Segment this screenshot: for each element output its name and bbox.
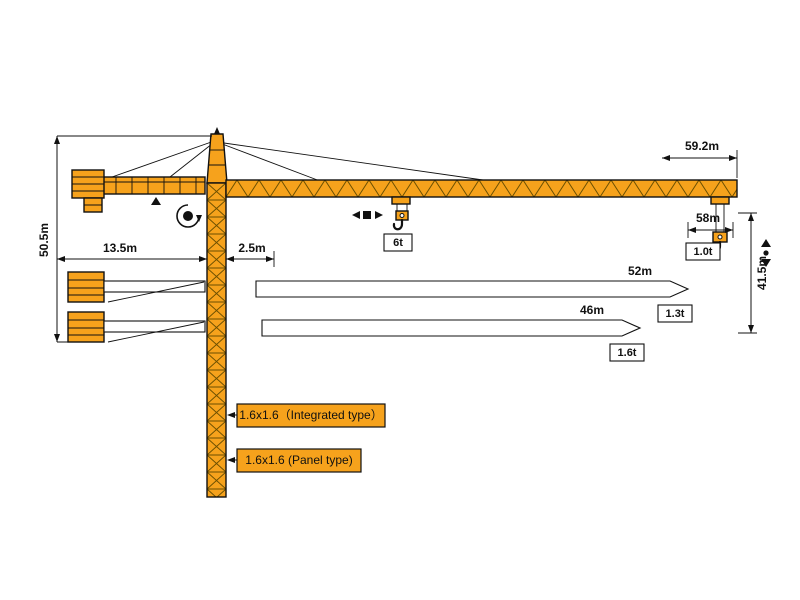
capacity-6t-label: 6t <box>393 237 403 249</box>
dim-jib-length-label: 59.2m <box>685 139 719 153</box>
ballast-option-b <box>67 311 206 343</box>
dim-slew-offset-label: 2.5m <box>238 241 265 255</box>
jib-bar-46m <box>261 319 642 337</box>
slewing-rotation-icon <box>176 204 202 228</box>
capacity-1-0t-label: 1.0t <box>694 246 713 258</box>
ballast-option-a <box>67 271 206 303</box>
jib-bar-52m <box>255 280 690 298</box>
dim-tower-height: 50.5m <box>37 135 212 343</box>
tower-mast <box>206 127 228 498</box>
capacity-6t: 6t <box>383 233 413 252</box>
jib-option-46m: 46m 1.6t <box>261 303 645 362</box>
dim-counter-jib: 13.5m <box>57 241 208 267</box>
dim-jib-length: 59.2m <box>662 139 738 178</box>
trolley <box>710 196 730 205</box>
trolley <box>391 196 411 205</box>
capacity-1-0t: 1.0t <box>685 242 721 261</box>
jib-option-46m-label: 46m <box>580 303 604 317</box>
trolley-hook-mid <box>391 196 411 231</box>
tower-apex <box>206 133 228 184</box>
dim-hook-travel: 41.5m <box>738 212 769 334</box>
jib-option-52m: 52m 1.3t <box>255 264 693 323</box>
hoist-updown-icon <box>761 239 771 267</box>
apex-tip <box>214 127 220 134</box>
dim-tip-radius-label: 58m <box>696 211 720 225</box>
mast-section-panel: 1.6x1.6 (Panel type) <box>227 448 362 473</box>
mast-section-integrated: 1.6x1.6（Integrated type） <box>227 403 386 428</box>
counter-jib-pointer-icon <box>151 197 161 205</box>
pendant-tie-lines <box>111 139 491 182</box>
hook-icon <box>392 218 404 231</box>
capacity-1-3t-label: 1.3t <box>666 308 685 320</box>
counter-jib <box>71 169 206 213</box>
ballast-beam-a <box>103 280 206 293</box>
dim-counter-jib-label: 13.5m <box>103 241 137 255</box>
dim-slew-offset: 2.5m <box>226 241 275 267</box>
dim-tower-height-label: 50.5m <box>37 223 51 257</box>
jib-option-52m-label: 52m <box>628 264 652 278</box>
trolley-travel-icon <box>352 211 383 219</box>
mast-panel-label: 1.6x1.6 (Panel type) <box>245 453 352 467</box>
main-jib <box>225 179 738 198</box>
mast-lattice <box>206 182 227 498</box>
dim-tip-radius: 58m <box>687 211 734 238</box>
jib-lattice <box>225 179 738 198</box>
ballast-beam-b <box>103 320 206 333</box>
mast-integrated-label: 1.6x1.6（Integrated type） <box>239 408 382 422</box>
capacity-1-6t-label: 1.6t <box>618 347 637 359</box>
